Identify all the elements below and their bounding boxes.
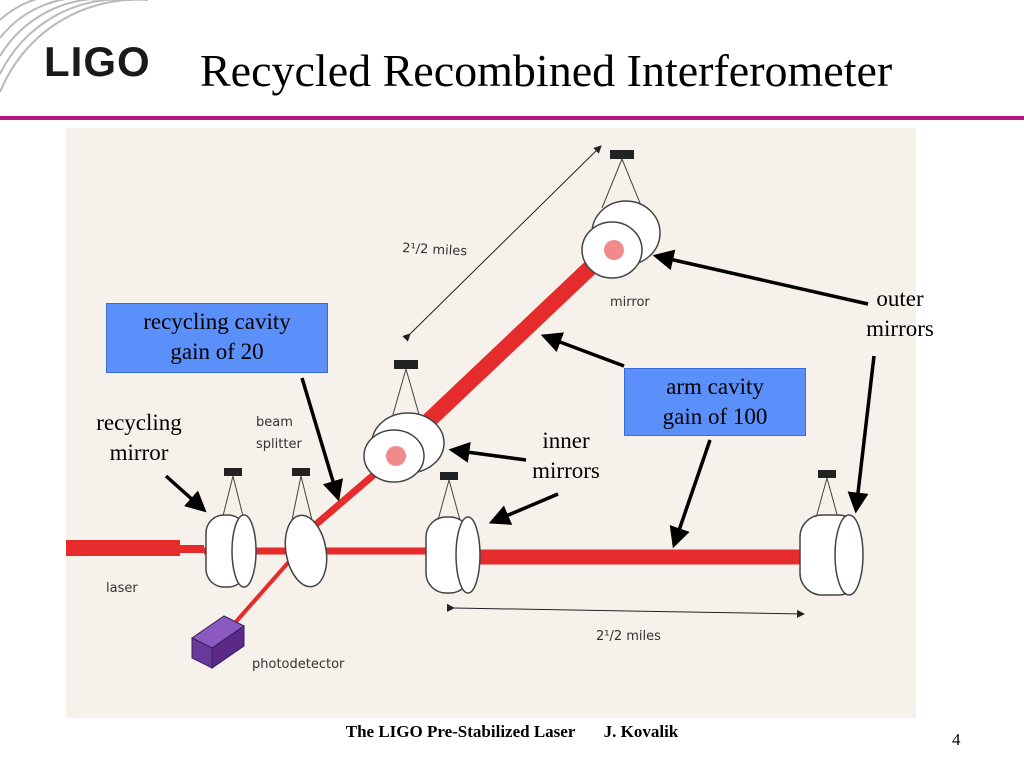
slide-footer: The LIGO Pre-Stabilized Laser J. Kovalik xyxy=(0,722,1024,742)
slide-title: Recycled Recombined Interferometer xyxy=(200,45,893,96)
arrow-arm-cavity-horizontal xyxy=(669,439,712,549)
arrow-recycling-cavity xyxy=(300,377,344,502)
photodetector-beam xyxy=(224,554,296,635)
recycling-mirror-line2: mirror xyxy=(109,440,169,465)
arm-cavity-callout: arm cavity gain of 100 xyxy=(624,368,806,436)
outer-mirror-horizontal-icon xyxy=(799,470,864,596)
arrow-inner-mirror-diagonal xyxy=(448,441,527,463)
mirror-label: mirror xyxy=(610,295,650,310)
outer-mirrors-line1: outer xyxy=(876,286,924,311)
splitter-label: splitter xyxy=(256,437,302,452)
recycling-mirror-line1: recycling xyxy=(96,410,182,435)
beamsplitter-to-inner-beam xyxy=(303,463,387,536)
beam-splitter-icon xyxy=(284,468,328,588)
inner-mirrors-line2: mirrors xyxy=(532,458,600,483)
arrow-recycling-mirror xyxy=(164,474,207,513)
dimension-arrow-diagonal xyxy=(402,145,602,342)
inner-mirrors-line1: inner xyxy=(542,428,590,453)
laser-label: laser xyxy=(106,581,138,596)
inner-mirror-horizontal-icon xyxy=(425,472,481,594)
recycling-cavity-line2: gain of 20 xyxy=(170,339,264,364)
beam-label: beam xyxy=(256,415,293,430)
title-rule xyxy=(0,116,1024,120)
recycling-cavity-line1: recycling cavity xyxy=(143,309,291,334)
miles-label-top: 2¹/2 miles xyxy=(402,241,468,259)
arrow-outer-mirror-horizontal xyxy=(847,355,876,514)
ligo-logo-arcs xyxy=(0,0,148,93)
ligo-logo: LIGO xyxy=(44,38,151,85)
interferometer-diagram: 2¹/2 miles 2¹/2 miles mirror beam splitt… xyxy=(66,145,864,672)
arm-cavity-line2: gain of 100 xyxy=(662,404,768,429)
recycling-cavity-callout: recycling cavity gain of 20 xyxy=(106,303,328,373)
arrow-inner-mirror-horizontal xyxy=(488,492,559,525)
recycling-mirror-callout: recycling mirror xyxy=(76,408,202,468)
inner-mirror-diagonal-icon xyxy=(363,360,445,483)
photodetector-label: photodetector xyxy=(252,657,345,672)
footer-author: J. Kovalik xyxy=(603,722,679,741)
outer-mirrors-callout: outer mirrors xyxy=(848,284,952,344)
miles-label-bottom: 2¹/2 miles xyxy=(596,629,661,644)
recycling-mirror-icon xyxy=(205,468,257,588)
arrow-outer-mirror-diagonal xyxy=(652,249,869,306)
outer-mirrors-line2: mirrors xyxy=(866,316,934,341)
photodetector-icon xyxy=(191,615,245,669)
page-number: 4 xyxy=(952,730,961,749)
inner-mirrors-callout: inner mirrors xyxy=(514,426,618,486)
arm-cavity-line1: arm cavity xyxy=(666,374,764,399)
arrow-arm-cavity-diagonal xyxy=(540,332,625,368)
dimension-arrow-horizontal xyxy=(446,603,805,618)
footer-presentation: The LIGO Pre-Stabilized Laser xyxy=(345,722,576,741)
laser-input-beam xyxy=(66,540,180,556)
laser-nozzle xyxy=(180,545,204,553)
